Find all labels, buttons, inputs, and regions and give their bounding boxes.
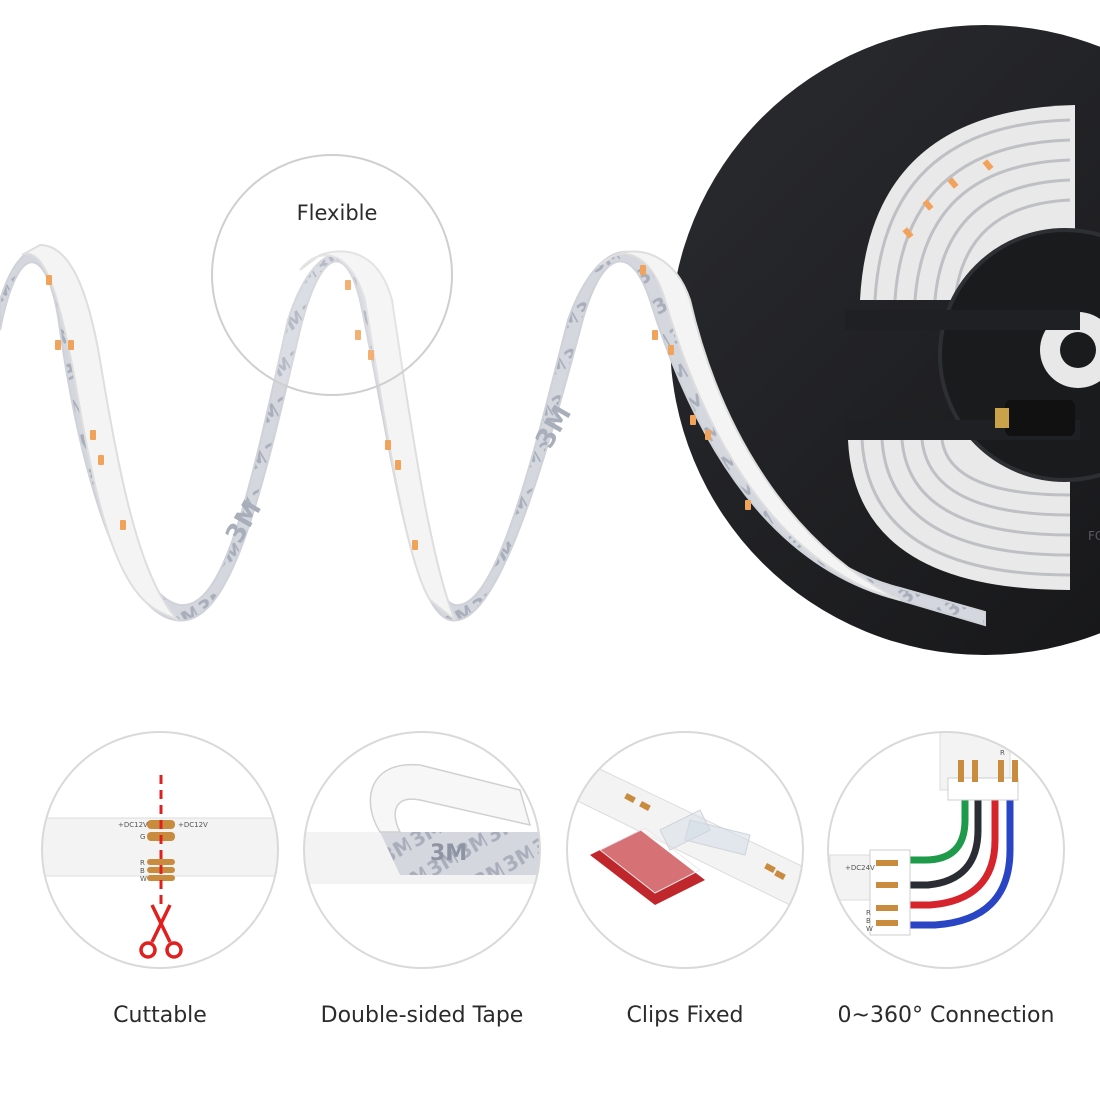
- scissors-icon: [139, 904, 183, 959]
- flexible-callout-circle: [211, 154, 453, 396]
- strip-tape-marking: 3M: [220, 495, 268, 548]
- caption-double-sided-tape: Double-sided Tape: [320, 1003, 524, 1028]
- tape-marking: 3M: [430, 841, 467, 866]
- reel-marking: FC: [1088, 529, 1100, 543]
- caption-cuttable: Cuttable: [113, 1003, 207, 1028]
- feature-clips-image: [566, 731, 804, 969]
- feature-cuttable-image: +DC12V +DC12V G R B W: [41, 731, 279, 969]
- conn-label-power: +DC24V: [845, 864, 875, 872]
- cut-label-power: +DC12V: [118, 821, 148, 829]
- feature-tape-image: 3M: [303, 731, 541, 969]
- cut-label-g: G: [140, 833, 145, 841]
- coiled-strip: [848, 105, 1075, 590]
- caption-clips-fixed: Clips Fixed: [626, 1003, 744, 1028]
- cut-label-power-right: +DC12V: [178, 821, 208, 829]
- flexible-label: Flexible: [296, 201, 378, 225]
- feature-connection-image: +DC24V R B W R W: [827, 731, 1065, 969]
- conn-pin-w: W: [866, 925, 873, 933]
- cut-pin-r: R: [140, 859, 145, 867]
- conn-pin-top-r: R: [1000, 749, 1005, 757]
- led-chips: [46, 265, 751, 550]
- strip-connector: [995, 400, 1075, 436]
- conn-pin-b: B: [866, 917, 871, 925]
- cut-pin-w: W: [140, 875, 147, 883]
- conn-pin-r: R: [866, 909, 871, 917]
- cut-pin-b: B: [140, 867, 145, 875]
- caption-connection: 0~360° Connection: [837, 1003, 1055, 1028]
- led-reel: FC: [670, 25, 1100, 655]
